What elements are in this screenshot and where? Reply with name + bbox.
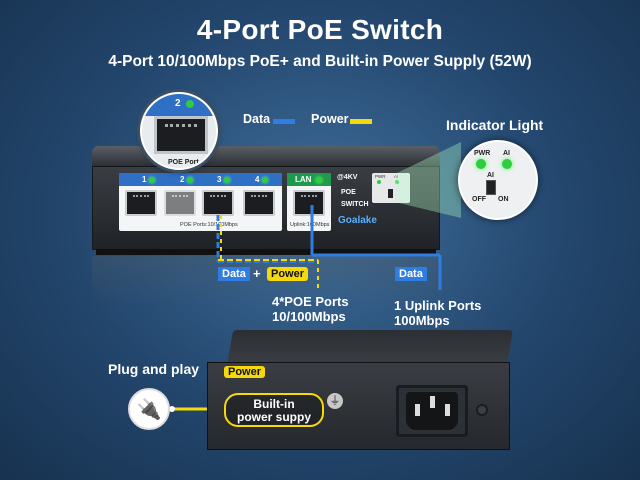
indicator-light-title: Indicator Light bbox=[446, 117, 544, 133]
page-title: 4-Port PoE Switch bbox=[196, 14, 444, 45]
page-subtitle: 4-Port 10/100Mbps PoE+ and Built-in Powe… bbox=[108, 53, 532, 70]
poe-port-number-3: 3 bbox=[217, 175, 222, 184]
lan-caption: Uplink:100Mbps bbox=[290, 222, 330, 228]
magnifier-led bbox=[186, 100, 194, 108]
poe-label: POE bbox=[341, 189, 356, 196]
legend-power-label: Power bbox=[311, 112, 349, 126]
plus-sign: + bbox=[253, 266, 261, 281]
uplink-ports-speed: 100Mbps bbox=[394, 313, 450, 328]
brand-logo: Goalake bbox=[338, 215, 377, 226]
lan-port bbox=[293, 190, 325, 216]
indicator-ai-label: AI bbox=[503, 150, 510, 157]
builtin-line1: Built-in bbox=[253, 397, 295, 411]
dip-label: AI bbox=[487, 172, 494, 179]
indicator-pwr-led-small bbox=[377, 180, 381, 184]
poe-ports-title: 4*POE Ports bbox=[272, 294, 349, 309]
builtin-power-label: Built-in power suppy bbox=[224, 393, 324, 427]
kv-label: @4KV bbox=[337, 174, 358, 181]
poe-port-1 bbox=[125, 190, 157, 216]
plug-and-play-label: Plug and play bbox=[108, 361, 200, 377]
magnifier-caption: POE Port bbox=[168, 159, 199, 166]
magnifier-strip bbox=[142, 94, 216, 116]
indicator-pwr-small: PWR bbox=[375, 174, 386, 179]
dip-on-label: ON bbox=[498, 196, 509, 203]
switch-label: SWITCH bbox=[341, 201, 369, 208]
poe-ports-caption: POE Ports:10/100Mbps bbox=[180, 222, 238, 228]
lan-led bbox=[316, 177, 322, 183]
poe-port-led-2 bbox=[187, 177, 193, 183]
poe-port-number-2: 2 bbox=[180, 175, 185, 184]
switch-reflection bbox=[92, 256, 440, 306]
legend-data-label: Data bbox=[243, 112, 271, 126]
uplink-ports-title: 1 Uplink Ports bbox=[394, 298, 482, 313]
ground-icon: ⏚ bbox=[327, 393, 343, 409]
ai-dip-switch bbox=[486, 180, 496, 195]
uplink-data-badge: Data bbox=[395, 267, 427, 281]
poe-port-4 bbox=[243, 190, 275, 216]
back-power-tag: Power bbox=[224, 366, 266, 378]
indicator-zoom bbox=[458, 140, 538, 220]
legend-data-swatch bbox=[273, 119, 295, 124]
socket-pin-left bbox=[415, 404, 420, 416]
poe-port-number-4: 4 bbox=[255, 175, 260, 184]
poe-port-strip bbox=[119, 173, 282, 186]
poe-data-badge: Data bbox=[218, 267, 250, 281]
socket-pin-ground bbox=[430, 396, 435, 408]
poe-port-number-1: 1 bbox=[142, 175, 147, 184]
legend-power-swatch bbox=[350, 119, 372, 124]
power-plug-icon: 🔌 bbox=[128, 388, 170, 430]
poe-power-badge: Power bbox=[267, 267, 309, 281]
switch-base bbox=[96, 249, 436, 255]
lan-label: LAN bbox=[295, 175, 312, 184]
port-magnifier: 2 POE Port bbox=[140, 92, 218, 170]
indicator-ai-small: AI bbox=[394, 174, 398, 179]
dip-off-label: OFF bbox=[472, 196, 486, 203]
socket-pin-right bbox=[445, 404, 450, 416]
switch-back-top bbox=[226, 330, 514, 365]
poe-port-led-1 bbox=[149, 177, 155, 183]
indicator-zoom-cone bbox=[395, 142, 461, 218]
poe-port-led-3 bbox=[224, 177, 230, 183]
indicator-panel bbox=[372, 173, 410, 203]
magnifier-port-number: 2 bbox=[175, 98, 181, 109]
screw-icon bbox=[476, 404, 488, 416]
pwr-led bbox=[476, 159, 486, 169]
dip-switch-small bbox=[388, 189, 393, 198]
poe-port-led-4 bbox=[262, 177, 268, 183]
poe-port-2 bbox=[164, 190, 196, 216]
indicator-ai-led-small bbox=[395, 180, 399, 184]
ai-led bbox=[502, 159, 512, 169]
magnifier-port bbox=[154, 116, 208, 154]
builtin-line2: power suppy bbox=[236, 410, 311, 424]
indicator-pwr-label: PWR bbox=[474, 150, 491, 157]
poe-ports-speed: 10/100Mbps bbox=[272, 309, 346, 324]
